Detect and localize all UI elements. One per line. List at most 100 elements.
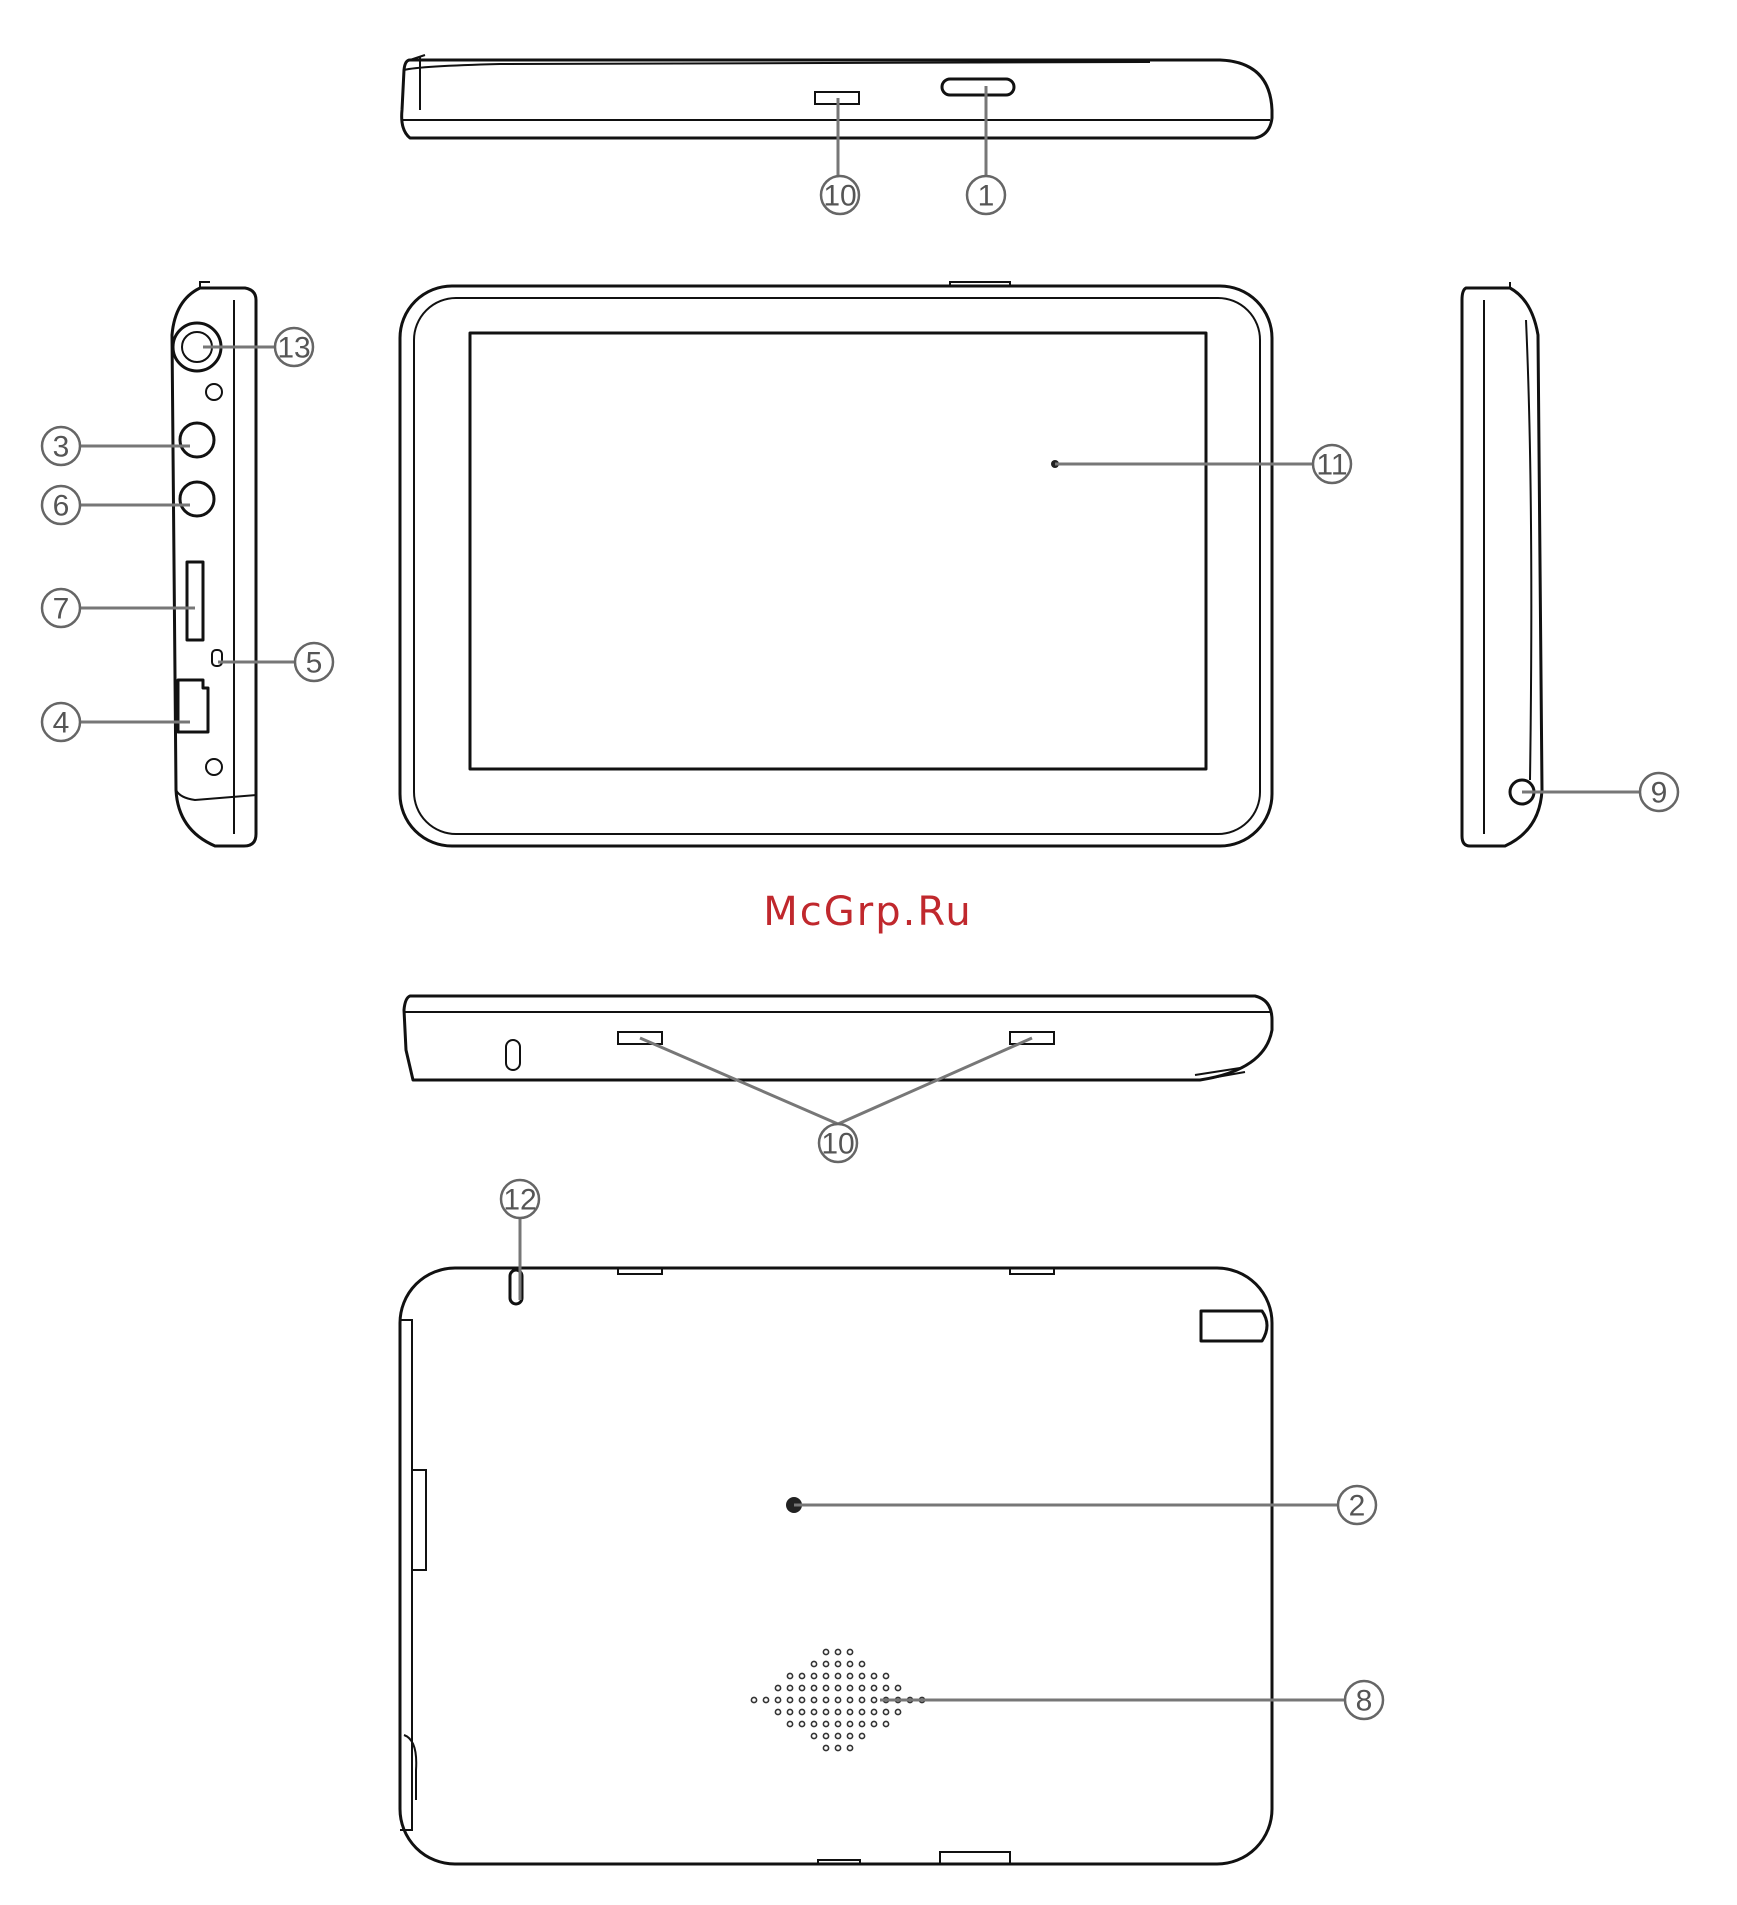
grille-hole [859, 1661, 864, 1666]
camera-housing [1201, 1311, 1267, 1341]
grille-hole [859, 1685, 864, 1690]
svg-text:2: 2 [1349, 1490, 1366, 1523]
grille-hole [799, 1721, 804, 1726]
usb-port[interactable] [178, 680, 208, 732]
grille-hole [859, 1673, 864, 1678]
grille-hole [895, 1685, 900, 1690]
svg-text:6: 6 [53, 490, 70, 523]
grille-hole [811, 1685, 816, 1690]
callout-8: 8 [1345, 1681, 1383, 1719]
grille-hole [847, 1709, 852, 1714]
svg-text:10: 10 [821, 1128, 854, 1161]
grille-hole [823, 1673, 828, 1678]
grille-hole [823, 1661, 828, 1666]
grille-hole [847, 1733, 852, 1738]
callout-13: 13 [275, 328, 313, 366]
svg-text:3: 3 [53, 431, 70, 464]
grille-hole [847, 1673, 852, 1678]
svg-text:7: 7 [53, 593, 70, 626]
grille-hole [787, 1721, 792, 1726]
grille-hole [859, 1697, 864, 1702]
grille-hole [823, 1709, 828, 1714]
grille-hole [811, 1709, 816, 1714]
svg-text:4: 4 [53, 707, 70, 740]
grille-hole [871, 1721, 876, 1726]
grille-hole [859, 1733, 864, 1738]
callout-2: 2 [1338, 1486, 1376, 1524]
grille-hole [811, 1697, 816, 1702]
av-in-jack[interactable] [180, 482, 214, 516]
grille-hole [883, 1709, 888, 1714]
callout-9: 9 [1640, 773, 1678, 811]
watermark-text: McGrp.Ru [763, 889, 972, 935]
grille-hole [883, 1721, 888, 1726]
grille-hole [799, 1685, 804, 1690]
grille-hole [835, 1709, 840, 1714]
svg-text:10: 10 [823, 180, 856, 213]
callout-10-bottom: 10 [819, 1124, 857, 1162]
grille-hole [835, 1685, 840, 1690]
callout-7: 7 [42, 589, 80, 627]
grille-hole [895, 1709, 900, 1714]
callout-5: 5 [295, 643, 333, 681]
grille-hole [871, 1697, 876, 1702]
callout-4: 4 [42, 703, 80, 741]
grille-hole [835, 1721, 840, 1726]
grille-hole [847, 1721, 852, 1726]
grille-hole [835, 1733, 840, 1738]
grille-hole [823, 1745, 828, 1750]
svg-text:12: 12 [503, 1184, 536, 1217]
grille-hole [787, 1709, 792, 1714]
back-view [400, 1268, 1272, 1864]
grille-hole [883, 1685, 888, 1690]
grille-hole [847, 1649, 852, 1654]
callout-12: 12 [501, 1180, 539, 1218]
grille-hole [847, 1745, 852, 1750]
grille-hole [847, 1661, 852, 1666]
svg-text:8: 8 [1356, 1685, 1373, 1718]
grille-hole [787, 1673, 792, 1678]
callout-10-top: 10 [821, 176, 859, 214]
svg-text:1: 1 [978, 180, 995, 213]
bottom-view [404, 996, 1272, 1080]
grille-hole [799, 1709, 804, 1714]
grille-hole [835, 1649, 840, 1654]
grille-hole [835, 1697, 840, 1702]
grille-hole [823, 1721, 828, 1726]
svg-text:9: 9 [1651, 777, 1668, 810]
grille-hole [775, 1709, 780, 1714]
callout-6: 6 [42, 486, 80, 524]
reset-button[interactable] [212, 650, 222, 666]
headphone-jack[interactable] [180, 423, 214, 457]
svg-text:11: 11 [1316, 449, 1347, 482]
grille-hole [835, 1745, 840, 1750]
callout-11: 11 [1313, 445, 1351, 483]
grille-hole [775, 1685, 780, 1690]
grille-hole [847, 1697, 852, 1702]
touch-screen[interactable] [470, 333, 1206, 769]
front-view [400, 282, 1272, 846]
grille-hole [751, 1697, 756, 1702]
callout-3: 3 [42, 427, 80, 465]
grille-hole [799, 1673, 804, 1678]
grille-hole [811, 1733, 816, 1738]
grille-hole [859, 1721, 864, 1726]
grille-hole [811, 1673, 816, 1678]
grille-hole [823, 1685, 828, 1690]
grille-hole [871, 1685, 876, 1690]
grille-hole [787, 1685, 792, 1690]
left-side-view [172, 282, 256, 846]
grille-hole [871, 1709, 876, 1714]
sd-card-slot[interactable] [187, 562, 203, 640]
grille-hole [799, 1697, 804, 1702]
grille-hole [811, 1661, 816, 1666]
grille-hole [859, 1709, 864, 1714]
grille-hole [823, 1697, 828, 1702]
callout-1: 1 [967, 176, 1005, 214]
power-button[interactable] [942, 79, 1014, 95]
right-side-view [1462, 282, 1542, 846]
grille-hole [835, 1673, 840, 1678]
svg-text:5: 5 [306, 647, 323, 680]
grille-hole [775, 1697, 780, 1702]
